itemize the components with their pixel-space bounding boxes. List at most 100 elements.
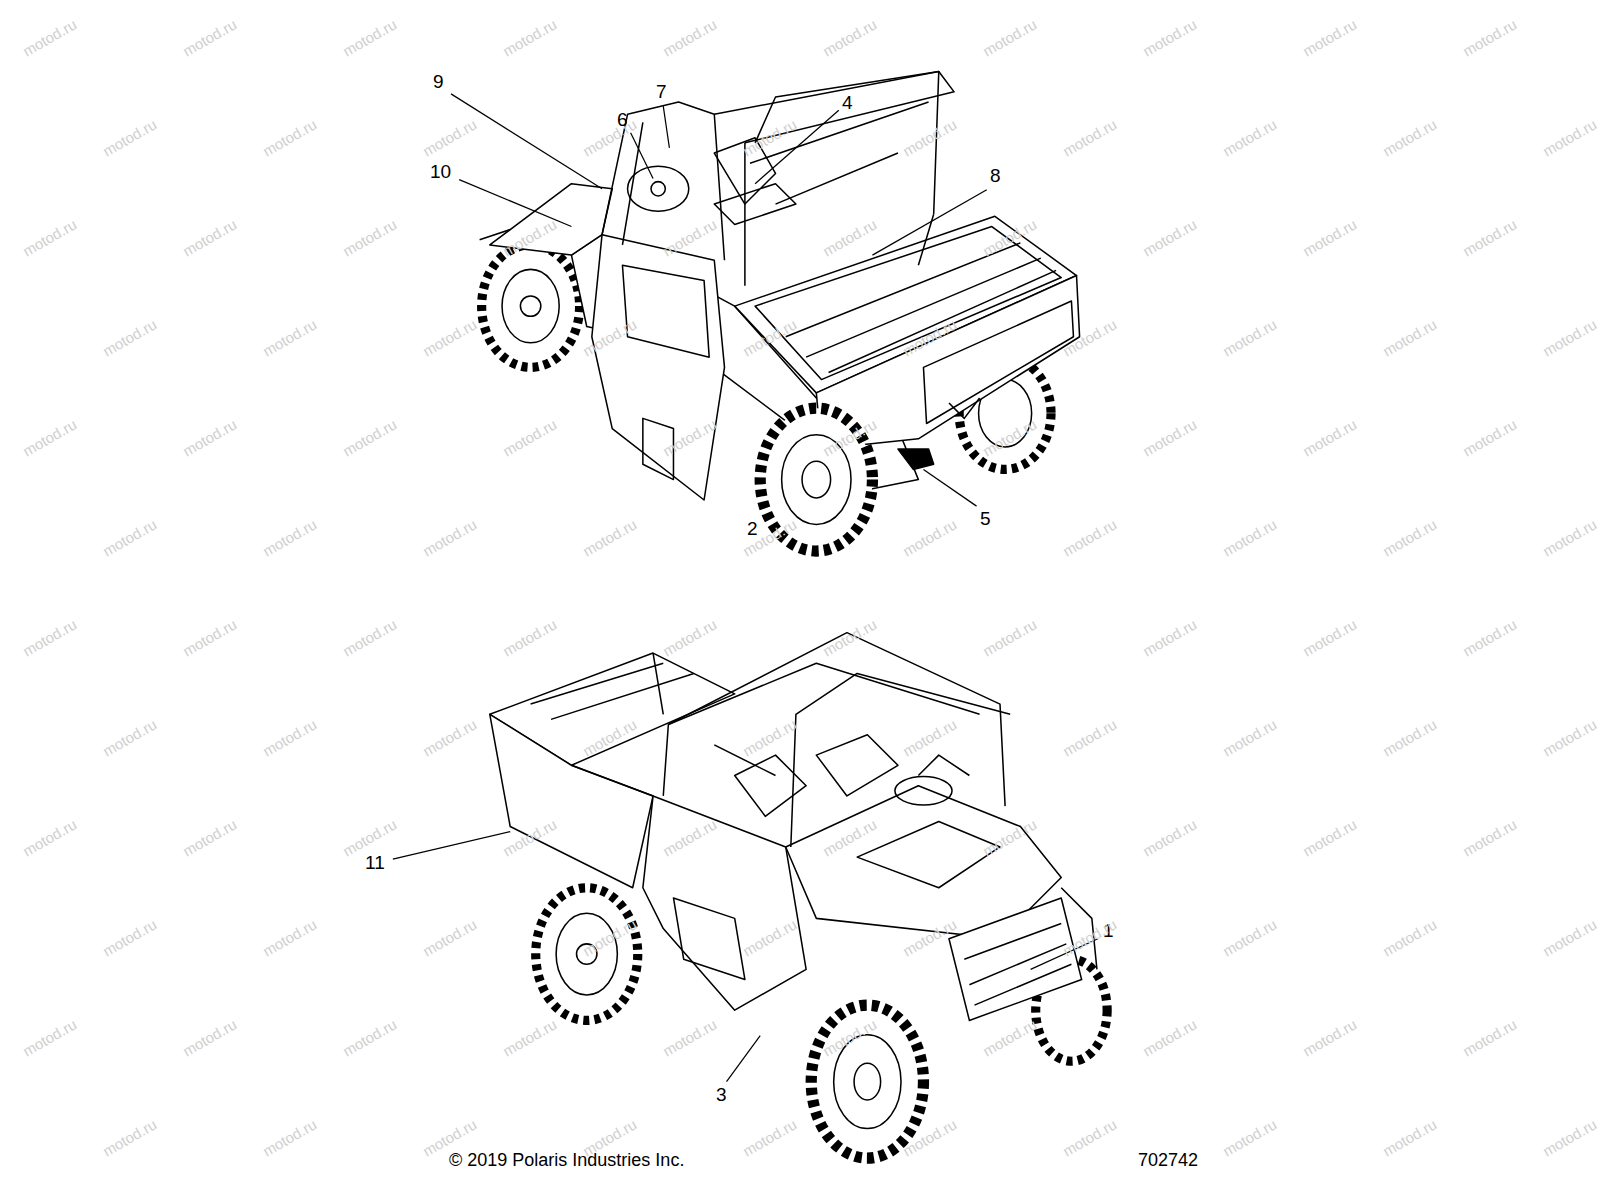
watermark: motod.ru xyxy=(100,116,159,159)
watermark: motod.ru xyxy=(20,16,79,59)
watermark: motod.ru xyxy=(180,16,239,59)
watermark: motod.ru xyxy=(1220,116,1279,159)
watermark: motod.ru xyxy=(1220,516,1279,559)
watermark: motod.ru xyxy=(740,1116,799,1159)
watermark: motod.ru xyxy=(740,716,799,759)
watermark: motod.ru xyxy=(100,316,159,359)
watermark: motod.ru xyxy=(980,616,1039,659)
watermark: motod.ru xyxy=(100,916,159,959)
watermark: motod.ru xyxy=(1300,16,1359,59)
watermark: motod.ru xyxy=(900,716,959,759)
utv-front-view xyxy=(490,633,1107,1159)
watermark: motod.ru xyxy=(1300,1016,1359,1059)
watermark: motod.ru xyxy=(820,616,879,659)
watermark: motod.ru xyxy=(660,216,719,259)
watermark: motod.ru xyxy=(500,1016,559,1059)
watermark: motod.ru xyxy=(340,216,399,259)
watermark: motod.ru xyxy=(1220,716,1279,759)
callout-number: 11 xyxy=(365,853,385,872)
watermark: motod.ru xyxy=(980,16,1039,59)
watermark: motod.ru xyxy=(1380,116,1439,159)
watermark: motod.ru xyxy=(100,1116,159,1159)
watermark: motod.ru xyxy=(420,516,479,559)
watermark: motod.ru xyxy=(1060,1116,1119,1159)
watermark: motod.ru xyxy=(1300,416,1359,459)
watermark: motod.ru xyxy=(340,616,399,659)
callout-number: 9 xyxy=(433,72,444,91)
callout-number: 8 xyxy=(990,166,1001,185)
watermark: motod.ru xyxy=(1300,216,1359,259)
watermark: motod.ru xyxy=(1460,816,1519,859)
watermark: motod.ru xyxy=(1380,316,1439,359)
watermark: motod.ru xyxy=(660,616,719,659)
watermark: motod.ru xyxy=(180,816,239,859)
watermark: motod.ru xyxy=(260,116,319,159)
watermark: motod.ru xyxy=(820,16,879,59)
watermark: motod.ru xyxy=(1460,216,1519,259)
watermark: motod.ru xyxy=(500,416,559,459)
watermark: motod.ru xyxy=(20,616,79,659)
watermark: motod.ru xyxy=(500,616,559,659)
watermark: motod.ru xyxy=(900,116,959,159)
watermark: motod.ru xyxy=(580,116,639,159)
watermark: motod.ru xyxy=(1140,416,1199,459)
watermark: motod.ru xyxy=(1380,1116,1439,1159)
watermark: motod.ru xyxy=(500,16,559,59)
watermark: motod.ru xyxy=(980,1016,1039,1059)
watermark: motod.ru xyxy=(340,416,399,459)
watermark: motod.ru xyxy=(340,16,399,59)
watermark: motod.ru xyxy=(260,516,319,559)
watermark: motod.ru xyxy=(1460,616,1519,659)
watermark: motod.ru xyxy=(20,216,79,259)
watermark: motod.ru xyxy=(260,316,319,359)
watermark: motod.ru xyxy=(260,1116,319,1159)
watermark: motod.ru xyxy=(1460,416,1519,459)
utv-rear-view xyxy=(480,71,1080,551)
watermark: motod.ru xyxy=(260,716,319,759)
watermark: motod.ru xyxy=(1540,316,1599,359)
watermark: motod.ru xyxy=(1380,516,1439,559)
watermark: motod.ru xyxy=(1220,316,1279,359)
watermark: motod.ru xyxy=(20,1016,79,1059)
watermark: motod.ru xyxy=(1060,116,1119,159)
watermark: motod.ru xyxy=(100,516,159,559)
watermark: motod.ru xyxy=(1540,1116,1599,1159)
watermark: motod.ru xyxy=(1380,716,1439,759)
watermark: motod.ru xyxy=(1540,516,1599,559)
watermark: motod.ru xyxy=(1140,616,1199,659)
watermark: motod.ru xyxy=(1140,216,1199,259)
watermark: motod.ru xyxy=(1540,716,1599,759)
watermark: motod.ru xyxy=(1460,1016,1519,1059)
watermark: motod.ru xyxy=(180,616,239,659)
watermark: motod.ru xyxy=(660,16,719,59)
watermark: motod.ru xyxy=(100,716,159,759)
watermark: motod.ru xyxy=(580,516,639,559)
footer-text: 702742 xyxy=(1138,1151,1198,1169)
watermark: motod.ru xyxy=(1220,916,1279,959)
watermark: motod.ru xyxy=(1300,816,1359,859)
watermark: motod.ru xyxy=(20,816,79,859)
watermark: motod.ru xyxy=(1140,1016,1199,1059)
watermark: motod.ru xyxy=(1220,1116,1279,1159)
watermark: motod.ru xyxy=(1540,116,1599,159)
watermark: motod.ru xyxy=(820,216,879,259)
watermark: motod.ru xyxy=(1300,616,1359,659)
watermark: motod.ru xyxy=(420,116,479,159)
watermark: motod.ru xyxy=(180,1016,239,1059)
footer-text: © 2019 Polaris Industries Inc. xyxy=(449,1151,684,1169)
watermark: motod.ru xyxy=(420,316,479,359)
callout-number: 3 xyxy=(716,1085,727,1104)
callout-number: 4 xyxy=(842,93,853,112)
watermark: motod.ru xyxy=(660,1016,719,1059)
watermark: motod.ru xyxy=(1140,16,1199,59)
watermark: motod.ru xyxy=(1060,716,1119,759)
watermark: motod.ru xyxy=(180,416,239,459)
watermark: motod.ru xyxy=(420,916,479,959)
callout-number: 5 xyxy=(980,509,991,528)
watermark: motod.ru xyxy=(1060,516,1119,559)
watermark: motod.ru xyxy=(900,516,959,559)
watermark: motod.ru xyxy=(20,416,79,459)
watermark: motod.ru xyxy=(1540,916,1599,959)
